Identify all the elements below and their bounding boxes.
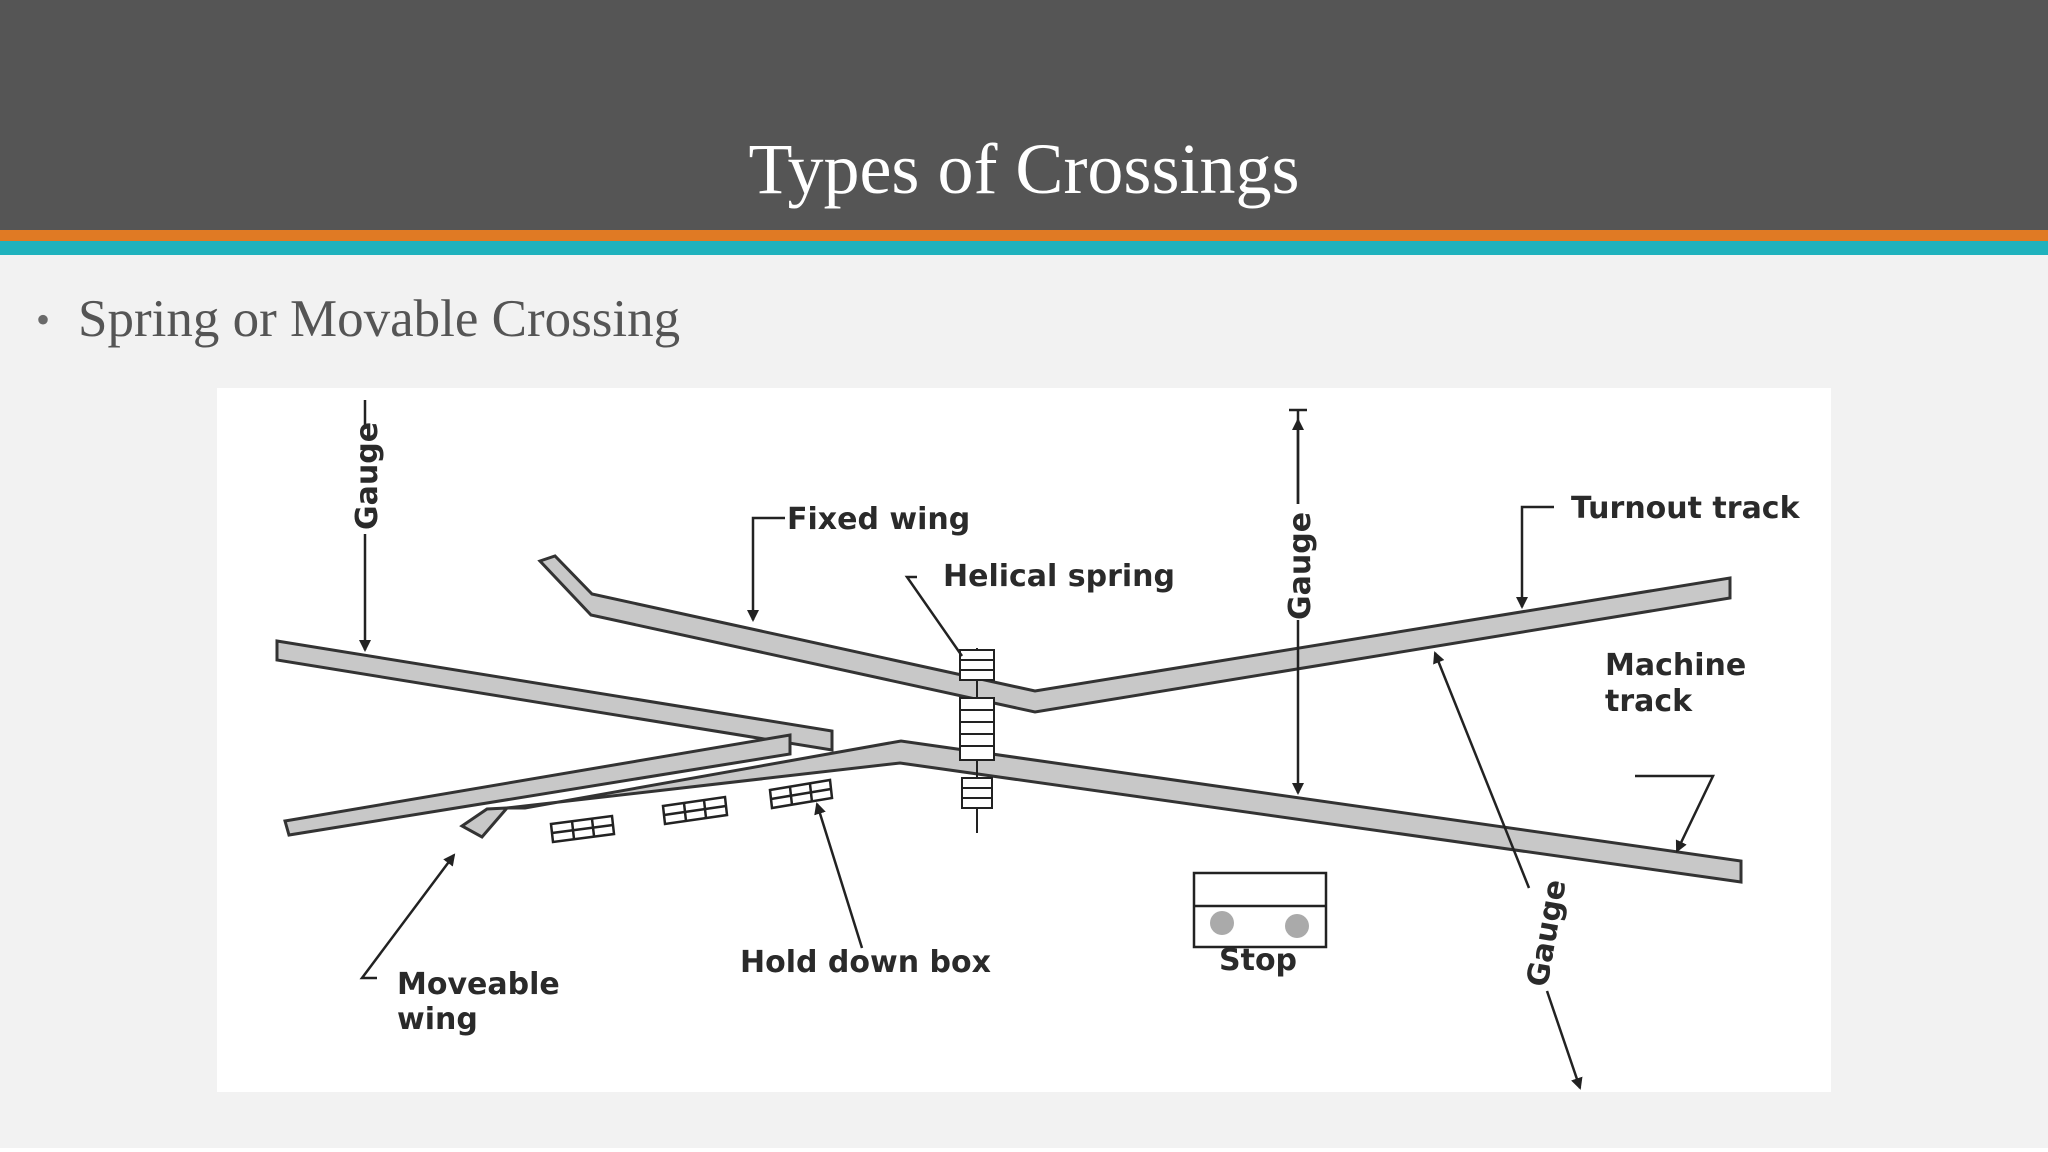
label-turnout-track: Turnout track: [1571, 491, 1801, 526]
hold-down-box-2: [661, 795, 729, 826]
crossing-diagram: Gauge Fixed wing Helical spring Gauge Tu…: [217, 388, 1831, 1092]
fixed-wing-rail: [537, 554, 1732, 714]
label-fixed-wing: Fixed wing: [787, 502, 970, 537]
label-helical-spring: Helical spring: [943, 559, 1175, 594]
slide-title: Types of Crossings: [748, 129, 1300, 209]
helical-spring: [959, 648, 995, 833]
bullet-item: • Spring or Movable Crossing: [36, 284, 680, 354]
crossing-diagram-svg: Gauge Fixed wing Helical spring Gauge Tu…: [275, 400, 1801, 1090]
bullet-text: Spring or Movable Crossing: [78, 290, 681, 348]
upper-left-rail: [275, 639, 834, 752]
rails: [275, 554, 1743, 884]
bottom-edge: [0, 1148, 2048, 1152]
label-stop: Stop: [1219, 943, 1297, 978]
label-moveable-wing-1: Moveable: [397, 967, 560, 1002]
label-gauge-right: Gauge: [1520, 877, 1573, 989]
stop-block: [1192, 871, 1328, 949]
label-gauge-center: Gauge: [1283, 512, 1318, 620]
leaders: [359, 400, 1715, 1090]
hold-down-box-1: [549, 814, 616, 844]
label-gauge-left: Gauge: [350, 422, 385, 530]
label-machine-track-2: track: [1605, 684, 1693, 719]
label-hold-down-box: Hold down box: [740, 945, 991, 980]
lower-left-rail: [283, 733, 792, 837]
bullet-icon: •: [36, 296, 51, 342]
accent-stripe-orange: [0, 230, 2048, 241]
moveable-wing-rail: [459, 806, 511, 839]
title-bar: [0, 0, 2048, 230]
hold-down-box-3: [768, 778, 834, 810]
label-machine-track-1: Machine: [1605, 648, 1746, 683]
accent-stripe-teal: [0, 241, 2048, 255]
machine-track-rail: [506, 739, 1743, 884]
label-moveable-wing-2: wing: [397, 1002, 478, 1037]
hold-down-boxes: [549, 778, 834, 844]
